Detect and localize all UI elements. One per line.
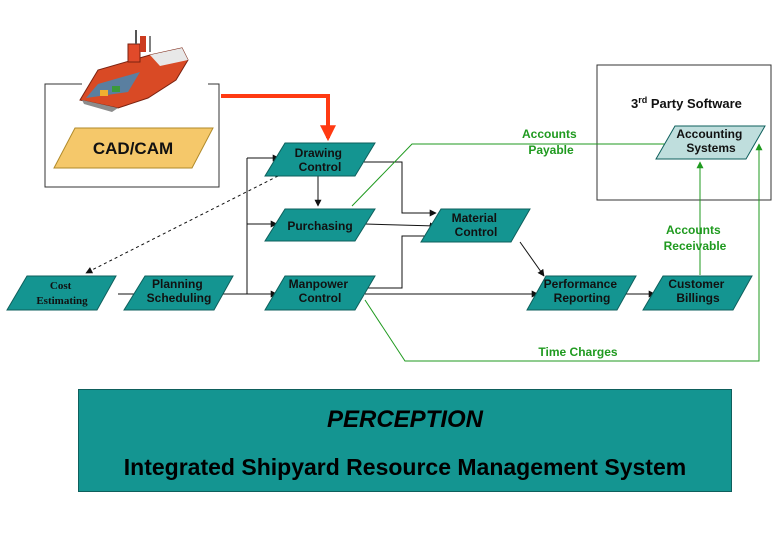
svg-text:Manpower Control: Manpower Control	[289, 277, 352, 305]
node-cost-estimating: Cost Estimating	[6, 275, 117, 311]
node-customer-billings: Customer Billings	[642, 275, 753, 311]
node-performance-reporting: Performance Reporting	[526, 275, 637, 311]
svg-text:Performance Reporting: Performance Reporting	[544, 277, 621, 305]
svg-text:Cost Estimating: Cost Estimating	[36, 280, 88, 307]
svg-text:Material Control: Material Control	[452, 211, 501, 239]
svg-text:Purchasing: Purchasing	[287, 219, 352, 233]
accounting-flows	[351, 140, 763, 362]
cadcam-box	[44, 83, 220, 188]
ship-image	[79, 30, 189, 112]
node-accounting-systems: Accounting Systems	[655, 125, 766, 160]
svg-text:Planning Scheduling: Planning Scheduling	[147, 277, 212, 305]
svg-text:Customer Billings: Customer Billings	[668, 277, 727, 305]
cad-arrow	[221, 94, 336, 142]
flow-connectors	[85, 154, 656, 298]
cadcam-label: CAD/CAM	[93, 139, 173, 158]
node-drawing-control: Drawing Control	[264, 142, 376, 177]
third-party-title: 3rd Party Software	[631, 95, 742, 111]
node-material-control: Material Control	[420, 208, 531, 243]
svg-text:Accounting Systems: Accounting Systems	[676, 127, 745, 155]
accounts-receivable-label: Accounts Receivable	[664, 223, 727, 253]
banner-title: PERCEPTION	[326, 406, 484, 433]
accounts-payable-label: Accounts Payable	[522, 127, 580, 157]
node-planning-scheduling: Planning Scheduling	[123, 275, 234, 311]
banner-subtitle: Integrated Shipyard Resource Management …	[123, 454, 687, 480]
perception-banner: PERCEPTION Integrated Shipyard Resource …	[78, 389, 732, 492]
node-purchasing: Purchasing	[264, 208, 376, 242]
time-charges-label: Time Charges	[538, 345, 617, 359]
svg-text:Drawing Control: Drawing Control	[295, 146, 346, 174]
cadcam-shape	[53, 127, 214, 169]
node-manpower-control: Manpower Control	[264, 275, 376, 311]
